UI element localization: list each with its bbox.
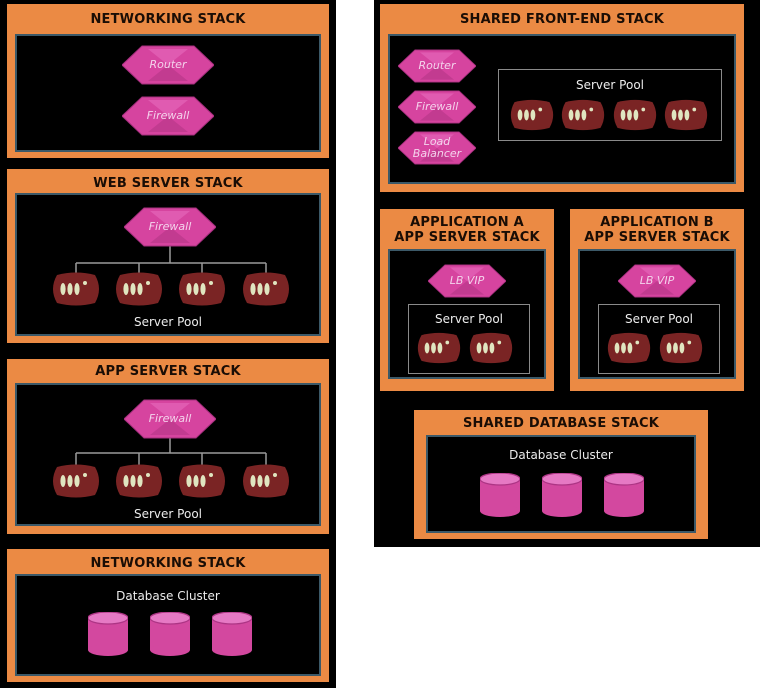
lb-vip-label: LB VIP	[449, 274, 485, 287]
firewall-label: Firewall	[148, 220, 192, 233]
server-icon	[658, 331, 704, 365]
application-b-inner: LB VIP Server Pool	[578, 249, 736, 379]
server-icon	[114, 271, 164, 307]
server-pool-label: Server Pool	[576, 78, 644, 92]
database-icon	[604, 473, 644, 517]
database-stack: NETWORKING STACK Database Cluster	[7, 549, 329, 682]
app-server-stack-title: APP SERVER STACK	[95, 364, 241, 379]
shared-database-inner: Database Cluster	[426, 435, 696, 533]
application-a-stack: APPLICATION A APP SERVER STACK LB VIP Se…	[380, 209, 554, 391]
router: Router	[122, 45, 214, 85]
networking-stack-inner: Router Firewall	[15, 34, 321, 152]
application-b-stack: APPLICATION B APP SERVER STACK LB VIP Se…	[570, 209, 744, 391]
web-server-stack: WEB SERVER STACK Firewall Server Pool	[7, 169, 329, 343]
web-pool-connectors	[75, 233, 267, 275]
application-a-title-line1: APPLICATION A	[410, 215, 524, 230]
server-icon	[177, 463, 227, 499]
application-a-inner: LB VIP Server Pool	[388, 249, 546, 379]
server-pool-label: Server Pool	[134, 507, 202, 521]
firewall: Firewall	[122, 96, 214, 136]
lb-vip: LB VIP	[428, 263, 506, 299]
app-server-stack-inner: Firewall Server Pool	[15, 383, 321, 526]
shared-front-end-stack-title: SHARED FRONT-END STACK	[459, 12, 665, 27]
server-pool-label: Server Pool	[435, 312, 503, 326]
database-icon	[150, 612, 190, 656]
application-a-title-line2: APP SERVER STACK	[394, 230, 540, 245]
load-balancer: Load Balancer	[398, 130, 476, 166]
database-stack-inner: Database Cluster	[15, 574, 321, 676]
application-b-title-line2: APP SERVER STACK	[584, 230, 730, 245]
server-icon	[560, 98, 606, 132]
right-panel: SHARED FRONT-END STACK Router Firewall L…	[374, 0, 760, 547]
lb-vip: LB VIP	[618, 263, 696, 299]
firewall: Firewall	[124, 207, 216, 247]
server-icon	[114, 463, 164, 499]
web-server-stack-title: WEB SERVER STACK	[93, 176, 243, 191]
shared-front-end-stack: SHARED FRONT-END STACK Router Firewall L…	[380, 4, 744, 192]
firewall-label: Firewall	[415, 100, 459, 113]
database-cluster-label: Database Cluster	[116, 589, 220, 603]
left-panel: NETWORKING STACK Router Firewall WEB SER…	[0, 0, 336, 688]
database-icon	[88, 612, 128, 656]
server-pool-label: Server Pool	[134, 315, 202, 329]
server-icon	[612, 98, 658, 132]
server-icon	[416, 331, 462, 365]
server-icon	[509, 98, 555, 132]
shared-database-stack-title: SHARED DATABASE STACK	[462, 416, 660, 431]
server-pool-label: Server Pool	[625, 312, 693, 326]
database-stack-title: NETWORKING STACK	[90, 556, 246, 571]
application-b-title-line1: APPLICATION B	[600, 215, 714, 230]
server-icon	[663, 98, 709, 132]
firewall-label: Firewall	[146, 109, 190, 122]
firewall: Firewall	[124, 399, 216, 439]
database-cluster-label: Database Cluster	[509, 448, 613, 462]
router: Router	[398, 48, 476, 84]
server-icon	[468, 331, 514, 365]
server-pool-box: Server Pool	[498, 69, 722, 141]
firewall-label: Firewall	[148, 412, 192, 425]
router-label: Router	[418, 59, 456, 72]
firewall: Firewall	[398, 89, 476, 125]
web-server-stack-inner: Firewall Server Pool	[15, 193, 321, 336]
database-icon	[212, 612, 252, 656]
server-icon	[51, 271, 101, 307]
shared-database-stack: SHARED DATABASE STACK Database Cluster	[414, 410, 708, 539]
server-icon	[241, 271, 291, 307]
load-balancer-label-line2: Balancer	[412, 147, 462, 160]
database-icon	[480, 473, 520, 517]
database-icon	[542, 473, 582, 517]
load-balancer-label-line1: Load	[423, 135, 451, 148]
networking-stack-title: NETWORKING STACK	[90, 12, 246, 27]
server-icon	[51, 463, 101, 499]
router-label: Router	[149, 58, 187, 71]
server-icon	[177, 271, 227, 307]
lb-vip-label: LB VIP	[639, 274, 675, 287]
shared-front-end-inner: Router Firewall Load Balancer Server Poo…	[388, 34, 736, 184]
server-icon	[606, 331, 652, 365]
server-pool-box: Server Pool	[408, 304, 530, 374]
server-icon	[241, 463, 291, 499]
networking-stack: NETWORKING STACK Router Firewall	[7, 4, 329, 158]
server-pool-box: Server Pool	[598, 304, 720, 374]
app-server-stack: APP SERVER STACK Firewall Server Pool	[7, 359, 329, 534]
